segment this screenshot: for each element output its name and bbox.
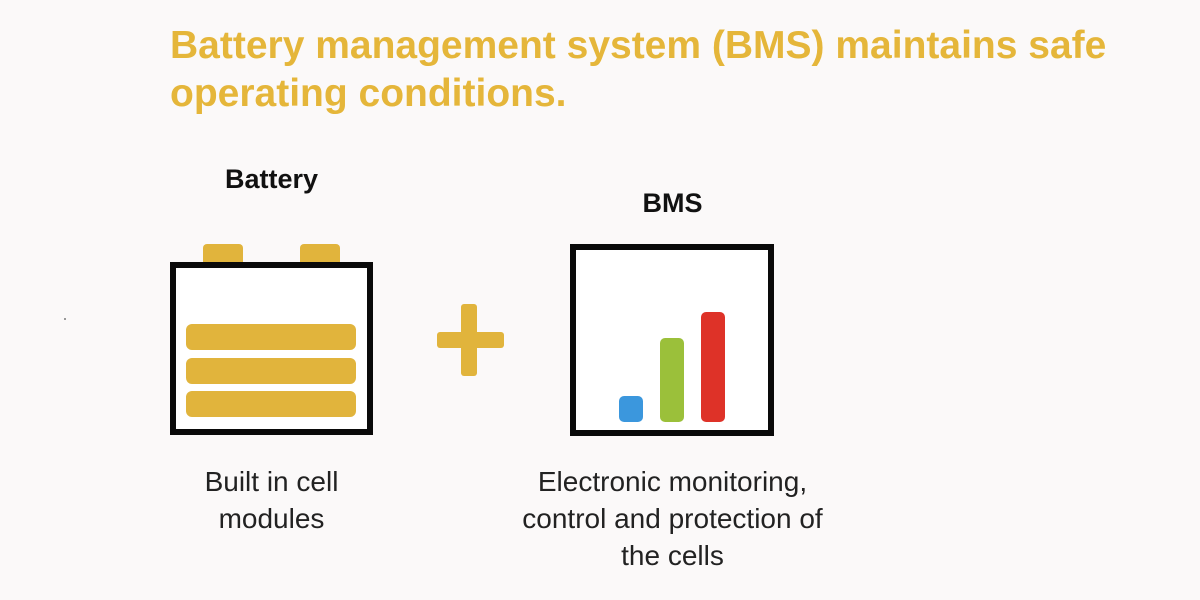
bms-caption: Electronic monitoring, control and prote… [480, 463, 865, 575]
battery-body [170, 262, 373, 435]
battery-caption: Built in cell modules [140, 463, 403, 537]
battery-heading: Battery [224, 164, 319, 194]
page-title: Battery management system (BMS) maintain… [170, 24, 1107, 115]
bms-chart-icon [570, 244, 774, 436]
bms-caption-line: the cells [621, 540, 724, 572]
plus-horizontal-stroke [437, 332, 504, 348]
battery-cell [186, 324, 356, 350]
battery-cell [186, 358, 356, 384]
bms-signal-bar [660, 338, 684, 422]
battery-caption-line: Built in cell [204, 466, 339, 497]
stray-dot [64, 318, 66, 320]
bms-signal-bar [619, 396, 643, 422]
bms-signal-bar [701, 312, 725, 422]
bms-caption-line: control and protection of [522, 503, 823, 535]
bms-heading: BMS [642, 188, 703, 218]
bms-caption-line: Electronic monitoring, [537, 466, 808, 497]
battery-caption-line: modules [218, 503, 325, 535]
battery-cell [186, 391, 356, 417]
